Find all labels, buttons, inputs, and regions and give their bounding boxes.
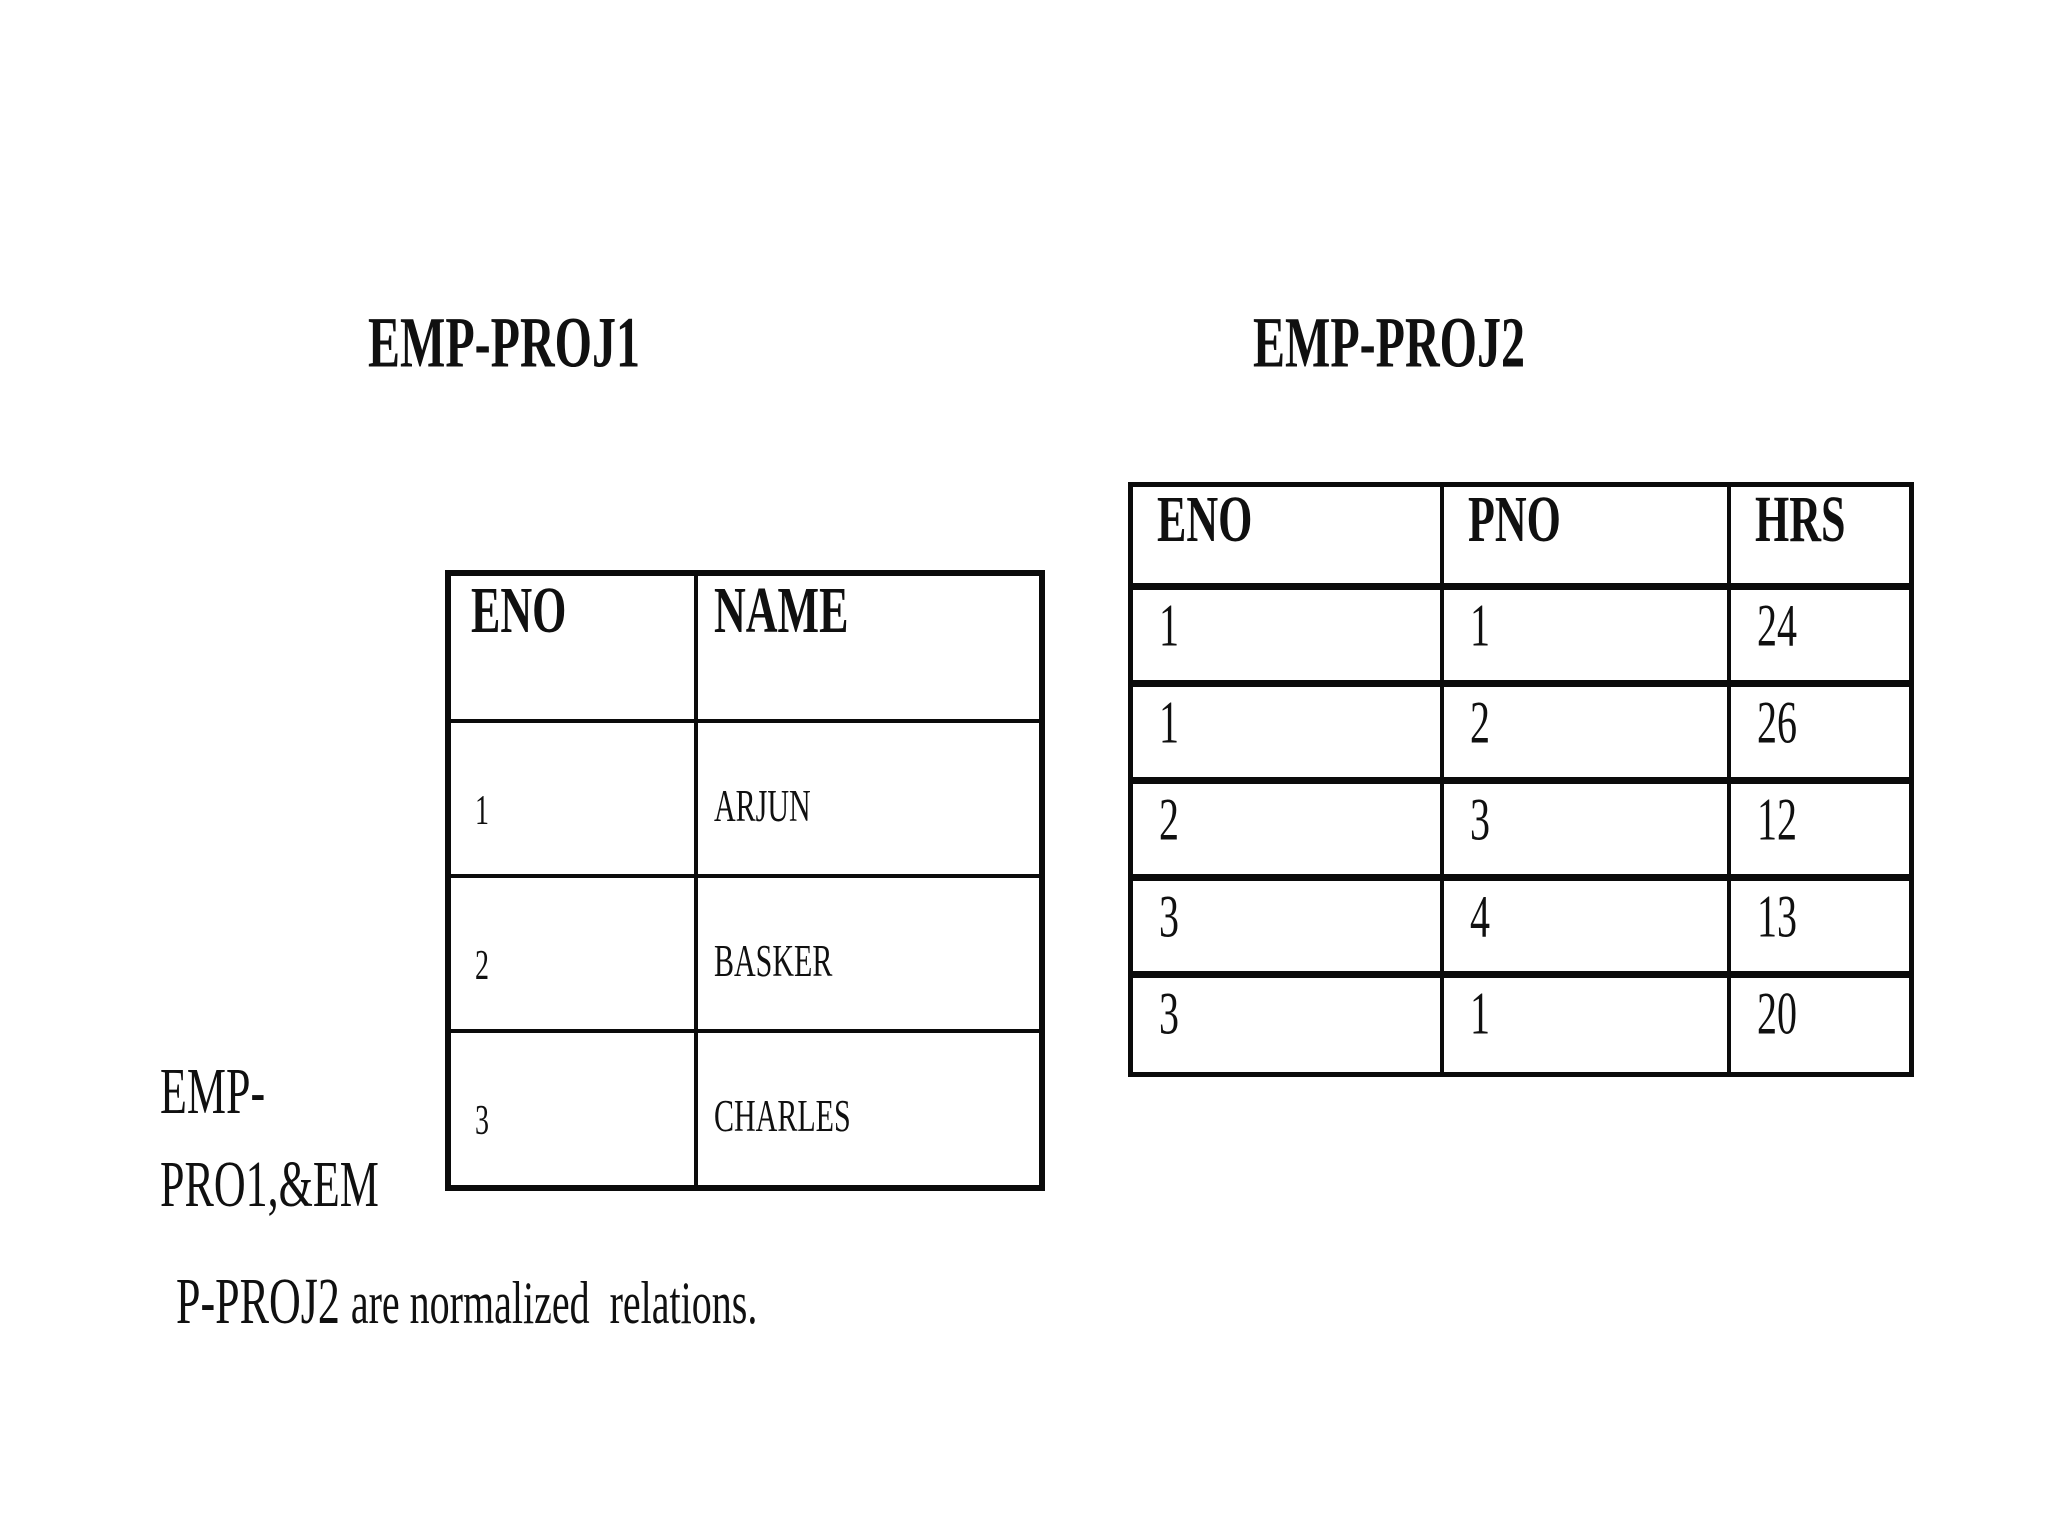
emp-proj1-table: ENO NAME 1 ARJUN 2 BASKER 3 CHARLES xyxy=(445,570,1045,1191)
column-header-text: ENO xyxy=(1157,482,1253,556)
cell-text: CHARLES xyxy=(714,1092,851,1142)
column-header-text: NAME xyxy=(714,573,849,647)
table-cell: 1 xyxy=(1133,590,1444,687)
cell-text: 1 xyxy=(1470,979,1490,1047)
cell-text: 20 xyxy=(1757,979,1797,1047)
table-cell: 3 xyxy=(1133,978,1444,1072)
table-cell: CHARLES xyxy=(698,1033,1039,1185)
caption-line-3-end: are normalized relations. xyxy=(350,1269,758,1337)
table-cell: 3 xyxy=(1133,881,1444,978)
table-cell: 12 xyxy=(1731,784,1909,881)
cell-text: 1 xyxy=(1470,591,1490,659)
table-cell: ARJUN xyxy=(698,723,1039,878)
caption-line-2: PRO1,&EM xyxy=(160,1147,379,1221)
column-header-text: HRS xyxy=(1755,482,1846,556)
table-cell: 20 xyxy=(1731,978,1909,1072)
caption-line-3-start: P-PROJ2 xyxy=(176,1264,351,1338)
caption-line-3: P-PROJ2 are normalized relations. xyxy=(160,1245,757,1359)
cell-text: 3 xyxy=(1159,979,1179,1047)
cell-text: 3 xyxy=(475,1098,489,1145)
table-cell: 2 xyxy=(1444,687,1731,784)
table-cell: 2 xyxy=(1133,784,1444,881)
table-cell: 1 xyxy=(451,723,698,878)
cell-text: 2 xyxy=(475,943,489,990)
cell-text: 2 xyxy=(1470,688,1490,756)
table-cell: 1 xyxy=(1133,687,1444,784)
table-cell: 1 xyxy=(1444,978,1731,1072)
cell-text: 12 xyxy=(1757,785,1797,853)
table-cell: 24 xyxy=(1731,590,1909,687)
table-cell: 3 xyxy=(451,1033,698,1185)
emp-proj2-table: ENO PNO HRS 1 1 24 1 2 26 2 3 xyxy=(1128,482,1914,1077)
table-cell: BASKER xyxy=(698,878,1039,1033)
cell-text: 13 xyxy=(1757,882,1797,950)
cell-text: 26 xyxy=(1757,688,1797,756)
table-cell: 2 xyxy=(451,878,698,1033)
cell-text: 4 xyxy=(1470,882,1490,950)
emp-proj2-title: EMP-PROJ2 xyxy=(1253,303,1525,383)
table-cell: 3 xyxy=(1444,784,1731,881)
cell-text: ARJUN xyxy=(714,782,811,832)
emp-proj2-header-pno: PNO xyxy=(1444,482,1731,590)
emp-proj1-header-name: NAME xyxy=(698,576,1039,723)
emp-proj1-title: EMP-PROJ1 xyxy=(368,303,640,383)
table-cell: 4 xyxy=(1444,881,1731,978)
cell-text: BASKER xyxy=(714,937,833,987)
cell-text: 1 xyxy=(475,788,489,835)
cell-text: 2 xyxy=(1159,785,1179,853)
table-cell: 26 xyxy=(1731,687,1909,784)
table-cell: 13 xyxy=(1731,881,1909,978)
cell-text: 3 xyxy=(1470,785,1490,853)
emp-proj1-header-eno: ENO xyxy=(451,576,698,723)
cell-text: 24 xyxy=(1757,591,1797,659)
table-cell: 1 xyxy=(1444,590,1731,687)
caption-line-1: EMP- xyxy=(160,1054,266,1128)
cell-text: 3 xyxy=(1159,882,1179,950)
cell-text: 1 xyxy=(1159,688,1179,756)
column-header-text: PNO xyxy=(1468,482,1561,556)
cell-text: 1 xyxy=(1159,591,1179,659)
emp-proj2-header-hrs: HRS xyxy=(1731,482,1909,590)
column-header-text: ENO xyxy=(471,573,567,647)
emp-proj2-header-eno: ENO xyxy=(1133,482,1444,590)
